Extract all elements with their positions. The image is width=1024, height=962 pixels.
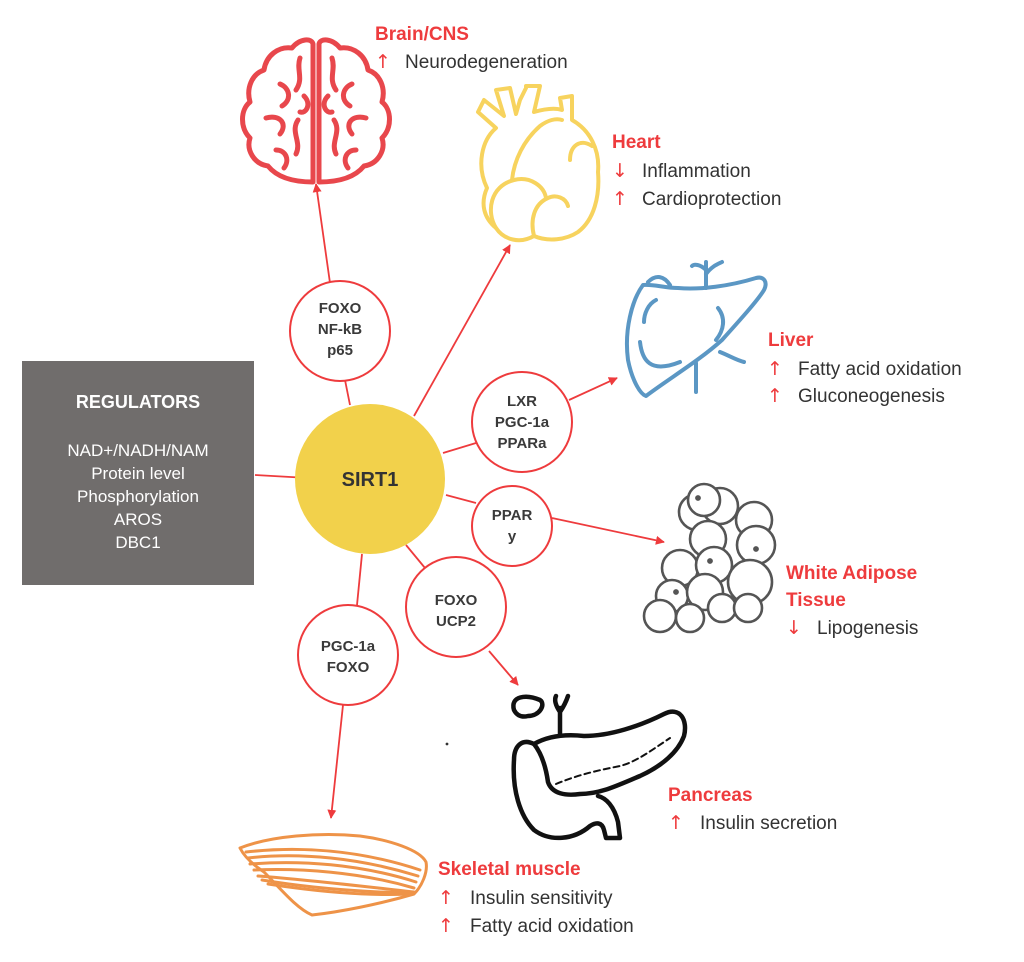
brain-icon xyxy=(240,37,392,185)
regulators-box: REGULATORS NAD+/NADH/NAM Protein level P… xyxy=(22,361,254,585)
skeletal-muscle-icon xyxy=(238,833,428,917)
arrow-up-icon: ↑ xyxy=(438,915,454,937)
heart-organ-icon xyxy=(476,84,601,243)
regulators-title: REGULATORS xyxy=(76,392,200,412)
mediator-label: p65 xyxy=(327,342,353,359)
edge-pancreas-mediator-to-pancreas xyxy=(488,650,519,686)
mediator-circle xyxy=(471,371,573,473)
organ-title: Heart xyxy=(612,132,661,153)
mediator-pancreas: FOXO UCP2 xyxy=(405,556,507,658)
mediator-label: PPAR xyxy=(492,507,533,524)
organ-title: Liver xyxy=(768,330,814,351)
sirt1-hub: SIRT1 xyxy=(295,404,445,554)
muscle-label: Skeletal muscle ↑ Insulin sensitivity ↑ … xyxy=(438,859,634,937)
mediator-label: LXR xyxy=(507,393,537,410)
effect-text: Cardioprotection xyxy=(642,189,781,210)
mediator-label: FOXO xyxy=(319,300,362,317)
sirt1-label: SIRT1 xyxy=(342,469,399,491)
mediator-label: y xyxy=(508,528,517,545)
mediator-circle xyxy=(405,556,507,658)
mediator-circle xyxy=(471,485,553,567)
regulator-item: NAD+/NADH/NAM xyxy=(67,441,208,460)
adipose-label: White Adipose Tissue ↓ Lipogenesis xyxy=(786,563,918,639)
mediator-circle xyxy=(297,604,399,706)
pancreas-label: Pancreas ↑ Insulin secretion xyxy=(668,785,837,834)
mediator-liver: LXR PGC-1a PPARa xyxy=(471,371,573,473)
mediator-label: FOXO xyxy=(327,659,370,676)
edge-brain-mediator-to-brain xyxy=(312,183,331,284)
edge-muscle-mediator-to-muscle xyxy=(327,704,344,819)
sirt1-circle xyxy=(295,404,445,554)
regulator-item: AROS xyxy=(114,510,162,529)
edge-sirt1-to-liver-mediator xyxy=(442,442,477,454)
effect-text: Neurodegeneration xyxy=(405,52,568,73)
mediator-label: PPARa xyxy=(498,435,548,452)
mediator-adipose: PPAR y xyxy=(471,485,553,567)
arrow-up-icon: ↑ xyxy=(767,358,783,380)
edge-sirt1-to-muscle-mediator xyxy=(356,553,363,606)
regulator-item: Protein level xyxy=(91,464,185,483)
liver-icon xyxy=(625,260,768,398)
arrow-up-icon: ↑ xyxy=(668,812,684,834)
effect-text: Fatty acid oxidation xyxy=(470,916,634,937)
effect-text: Insulin sensitivity xyxy=(470,888,613,909)
mediator-label: PGC-1a xyxy=(321,638,376,655)
edge-adipose-mediator-to-adipose xyxy=(551,517,665,545)
regulators-background xyxy=(22,361,254,585)
arrow-up-icon: ↑ xyxy=(767,385,783,407)
effect-text: Fatty acid oxidation xyxy=(798,359,962,380)
arrow-down-icon: ↓ xyxy=(786,617,802,639)
effect-text: Inflammation xyxy=(642,161,751,182)
regulator-item: Phosphorylation xyxy=(77,487,199,506)
edge-sirt1-to-heart xyxy=(413,244,511,417)
mediator-muscle: PGC-1a FOXO xyxy=(297,604,399,706)
arrow-up-icon: ↑ xyxy=(375,51,391,73)
arrow-down-icon: ↓ xyxy=(612,160,628,182)
organ-title: Brain/CNS xyxy=(375,24,469,45)
organ-title: White Adipose xyxy=(786,563,917,584)
edge-liver-mediator-to-liver xyxy=(568,377,618,401)
arrow-up-icon: ↑ xyxy=(612,188,628,210)
liver-label: Liver ↑ Fatty acid oxidation ↑ Gluconeog… xyxy=(767,330,962,407)
effect-text: Gluconeogenesis xyxy=(798,386,945,407)
stray-dot xyxy=(445,742,449,746)
regulator-item: DBC1 xyxy=(115,533,160,552)
mediator-label: PGC-1a xyxy=(495,414,550,431)
pancreas-icon xyxy=(511,693,688,841)
organ-title: Pancreas xyxy=(668,785,753,806)
edge-sirt1-to-brain-mediator xyxy=(344,379,351,406)
edge-sirt1-to-pancreas-mediator xyxy=(405,544,426,569)
mediator-label: NF-kB xyxy=(318,321,362,338)
organ-title: Skeletal muscle xyxy=(438,859,581,880)
heart-label: Heart ↓ Inflammation ↑ Cardioprotection xyxy=(612,132,781,210)
mediator-brain: FOXO NF-kB p65 xyxy=(289,280,391,382)
mediator-label: FOXO xyxy=(435,592,478,609)
arrow-up-icon: ↑ xyxy=(438,887,454,909)
mediator-label: UCP2 xyxy=(436,613,476,630)
effect-text: Insulin secretion xyxy=(700,813,837,834)
adipose-cells-icon xyxy=(642,482,777,634)
brain-label: Brain/CNS ↑ Neurodegeneration xyxy=(375,24,568,73)
organ-title: Tissue xyxy=(786,590,846,611)
effect-text: Lipogenesis xyxy=(817,618,918,639)
edge-sirt1-to-adipose-mediator xyxy=(445,494,477,504)
mediator-circle xyxy=(289,280,391,382)
edges xyxy=(254,183,665,819)
